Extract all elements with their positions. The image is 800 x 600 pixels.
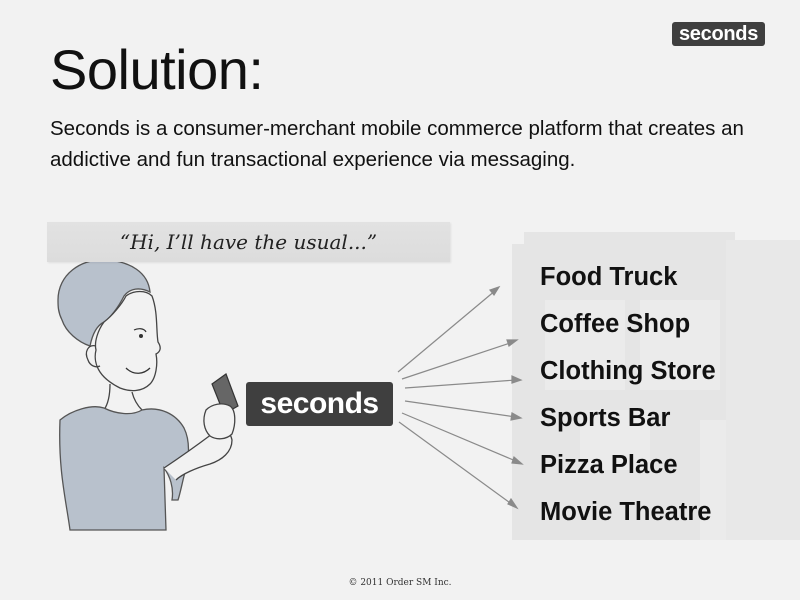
- merchant-coffee-shop: Coffee Shop: [540, 310, 691, 338]
- copyright-footer: © 2011 Order SM Inc.: [348, 578, 452, 588]
- merchant-pizza-place: Pizza Place: [540, 451, 678, 479]
- building-icon: [512, 232, 800, 540]
- arrow-icon: [397, 285, 524, 510]
- slide-subtitle: Seconds is a consumer-merchant mobile co…: [50, 117, 744, 171]
- merchant-food-truck: Food Truck: [540, 263, 678, 291]
- merchant-movie-theatre: Movie Theatre: [540, 498, 712, 526]
- seconds-logo-badge: seconds: [672, 22, 765, 46]
- quote-text: “Hi, I’ll have the usual...”: [119, 230, 378, 254]
- merchant-list: Food Truck Coffee Shop Clothing Store Sp…: [540, 259, 716, 541]
- merchant-clothing-store: Clothing Store: [540, 357, 716, 385]
- merchant-sports-bar: Sports Bar: [540, 404, 671, 432]
- slide-title: Solution:: [50, 38, 264, 101]
- quote-bubble: “Hi, I’ll have the usual...”: [47, 222, 450, 262]
- seconds-center-badge: seconds: [246, 382, 393, 426]
- person-sketch-icon: [57, 259, 239, 531]
